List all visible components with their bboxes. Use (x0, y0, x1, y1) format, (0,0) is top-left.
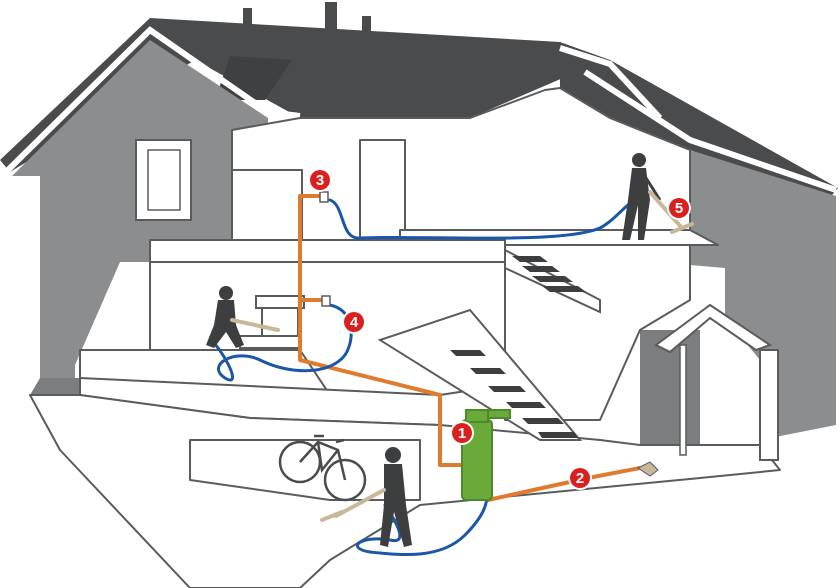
fireplace-icon (239, 295, 305, 349)
marker-number: 5 (675, 200, 683, 217)
person-vacuuming-icon (380, 447, 412, 547)
marker-number: 1 (458, 425, 466, 442)
entry-canopy (654, 303, 779, 461)
exhaust-outlet (637, 461, 659, 477)
marker-number: 4 (350, 314, 359, 331)
marker-main-floor-inlet-valve[interactable]: 4 (342, 310, 366, 334)
marker-upstairs-inlet-valve[interactable]: 3 (308, 168, 332, 192)
interior (29, 87, 781, 588)
component-markers: 1 2 3 4 5 (308, 168, 691, 490)
exterior-walls (12, 40, 836, 445)
bicycle-icon (278, 434, 367, 502)
inlet-valves (319, 191, 331, 307)
marker-exhaust-outlet[interactable]: 2 (568, 466, 592, 490)
person-vacuuming-icon (206, 286, 244, 348)
chimneys (243, 2, 371, 38)
marker-number: 2 (576, 470, 584, 487)
flex-hoses (208, 198, 637, 557)
person-vacuuming-icon (622, 153, 662, 240)
marker-number: 3 (316, 172, 324, 189)
marker-central-power-unit[interactable]: 1 (450, 421, 474, 445)
marker-cleaning-hose-and-wand[interactable]: 5 (667, 196, 691, 220)
roof-trim (5, 26, 837, 193)
wand-main-floor (230, 318, 280, 332)
wand-basement (320, 488, 386, 522)
staircase (377, 248, 601, 441)
wand-upstairs (648, 190, 694, 234)
